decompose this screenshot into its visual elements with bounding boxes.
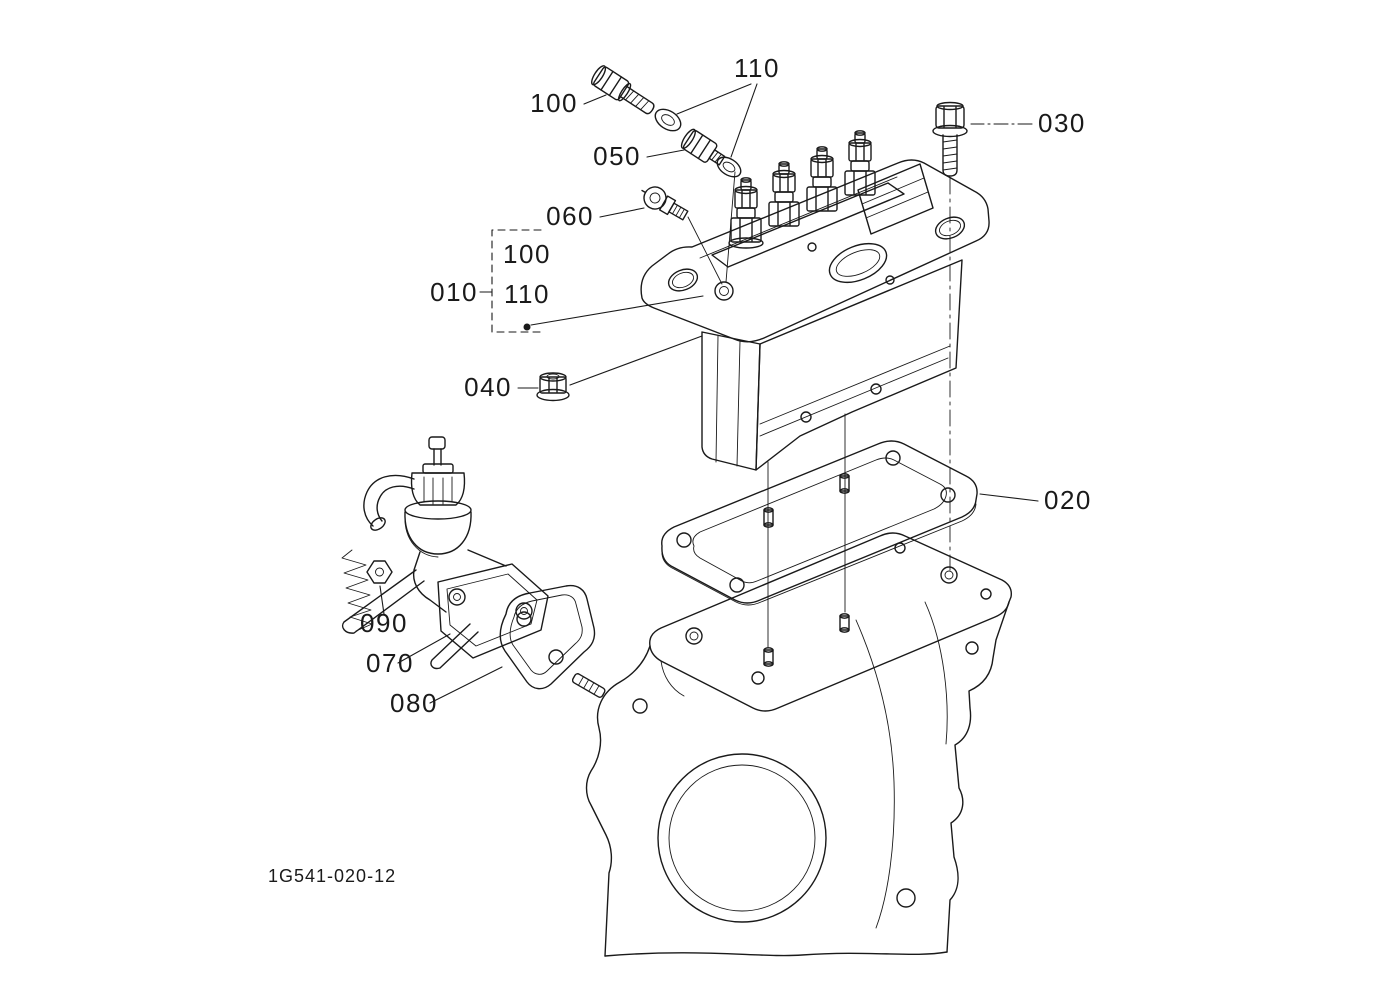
gasket-080 [499, 584, 596, 690]
callout-090: 090 [360, 608, 408, 638]
bolt-030 [932, 101, 968, 177]
nut-090 [366, 560, 393, 584]
callout-110-kit: 110 [504, 279, 550, 309]
pump-side-block [857, 163, 934, 235]
feed-pump-lever-and-spring [341, 549, 425, 634]
engine-block [585, 532, 1012, 957]
callout-110-top: 110 [734, 53, 780, 83]
flange-nut-040 [536, 372, 570, 402]
overflow-valve-060 [641, 186, 689, 221]
bolt-100 [591, 65, 655, 115]
joint-050 [680, 128, 726, 166]
callout-020: 020 [1044, 485, 1092, 515]
delivery-valve-holder-2 [768, 161, 800, 227]
pump-mounting-flange [640, 159, 990, 343]
drawing-number: 1G541-020-12 [268, 866, 396, 886]
washer-110-a [654, 108, 682, 132]
callout-labels: 110 100 050 030 060 100 010 110 040 020 … [360, 53, 1092, 718]
inspection-cover [828, 242, 888, 284]
pump-body [701, 259, 963, 471]
injection-pump [640, 130, 990, 471]
callout-050: 050 [593, 141, 641, 171]
stud-bolt-080 [571, 673, 606, 698]
kit-010-target-dot [523, 323, 531, 331]
washer-110-b [716, 156, 742, 178]
leader-lines [379, 83, 1039, 704]
callout-040: 040 [464, 372, 512, 402]
fuel-hose [363, 474, 415, 531]
callout-100-bolt: 100 [530, 88, 578, 118]
callout-070: 070 [366, 648, 414, 678]
delivery-valve-holder-3 [806, 146, 838, 212]
callout-010: 010 [430, 277, 478, 307]
delivery-valve-holder-4 [844, 130, 876, 196]
callout-080: 080 [390, 688, 438, 718]
alignment-lines [687, 171, 951, 649]
callout-030: 030 [1038, 108, 1086, 138]
callout-100-kit: 100 [503, 239, 551, 269]
kit-010-bracket [491, 229, 542, 333]
callout-060: 060 [546, 201, 594, 231]
gasket-020 [661, 440, 978, 606]
